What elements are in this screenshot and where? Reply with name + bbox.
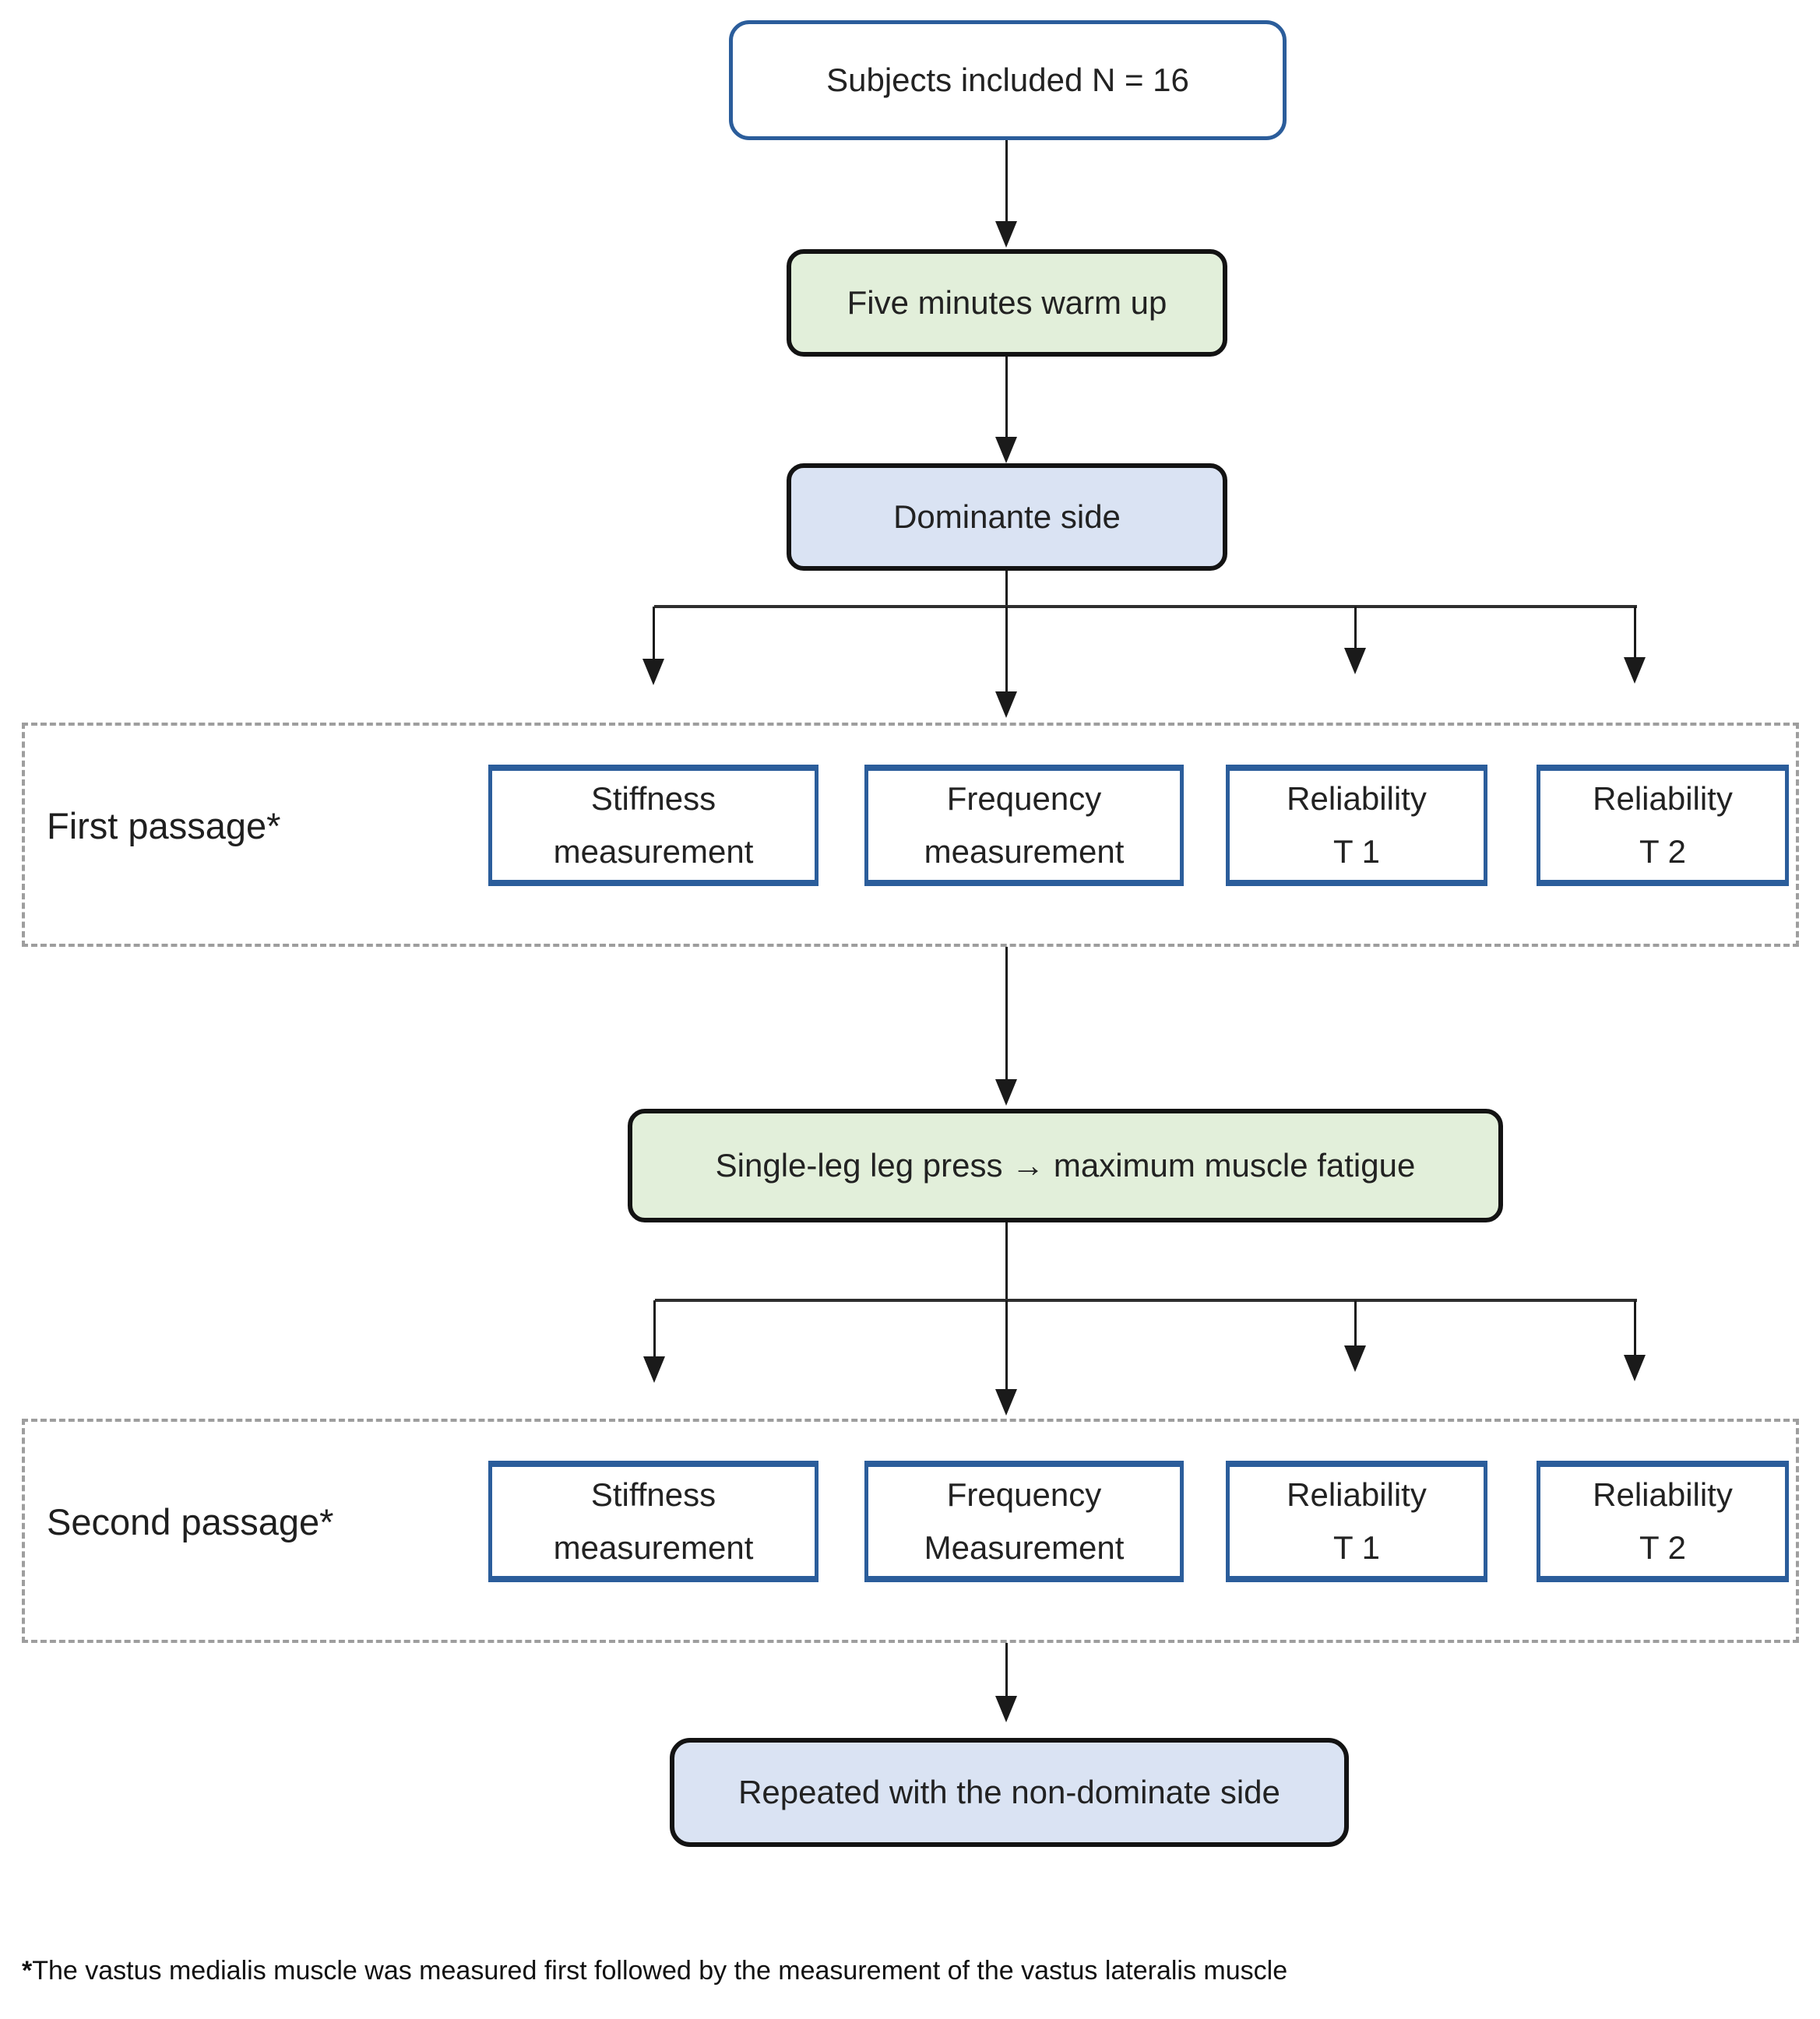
- box-text-line2: measurement: [553, 833, 754, 870]
- box-text-line2: T 2: [1639, 833, 1686, 870]
- stiffness-measurement-box-1: Stiffness measurement: [488, 765, 818, 886]
- branch1-drop4-line: [1634, 607, 1636, 659]
- branch1-drop3-arrow-head-icon: [1344, 648, 1366, 674]
- second-passage-group: [22, 1419, 1799, 1643]
- branch1-drop2-arrow-head-icon: [995, 691, 1017, 718]
- branch2-drop3-arrow-head-icon: [1344, 1345, 1366, 1372]
- reliability-t2-box-2: Reliability T 2: [1537, 1461, 1789, 1582]
- branch2-drop2-line: [1005, 1300, 1008, 1391]
- branch1-stem-line: [1005, 571, 1008, 607]
- box-text-line2: measurement: [553, 1529, 754, 1566]
- box-text-line1: Reliability: [1287, 779, 1427, 817]
- branch1-horizontal-line: [654, 605, 1637, 608]
- branch1-drop1-arrow-head-icon: [642, 659, 664, 685]
- box-text-line1: Stiffness: [590, 1476, 716, 1513]
- box-text-line1: Reliability: [1593, 1476, 1733, 1513]
- branch2-drop3-line: [1354, 1300, 1357, 1347]
- stiffness-measurement-box-2: Stiffness measurement: [488, 1461, 818, 1582]
- branch1-drop2-line: [1005, 607, 1008, 693]
- branch2-drop2-arrow-head-icon: [995, 1389, 1017, 1416]
- arrow-line-passage1-to-fatigue: [1005, 947, 1008, 1081]
- box-text-line2: Measurement: [924, 1529, 1125, 1566]
- box-text-line2: T 1: [1333, 833, 1380, 870]
- arrow-line-warmup-to-dominant: [1005, 357, 1008, 437]
- warm-up-box: Five minutes warm up: [787, 249, 1227, 357]
- box-text-line1: Stiffness: [590, 779, 716, 817]
- reliability-t2-box-1: Reliability T 2: [1537, 765, 1789, 886]
- box-text-line1: Reliability: [1593, 779, 1733, 817]
- dominant-side-box: Dominante side: [787, 463, 1227, 571]
- branch1-drop3-line: [1354, 607, 1357, 649]
- arrow-head-subjects-to-warmup-icon: [995, 221, 1017, 248]
- frequency-measurement-box-1: Frequency measurement: [864, 765, 1184, 886]
- reliability-t1-box-1: Reliability T 1: [1226, 765, 1487, 886]
- box-text-line2: T 1: [1333, 1529, 1380, 1566]
- arrow-head-passage2-to-repeated-icon: [995, 1696, 1017, 1722]
- second-passage-label: Second passage*: [47, 1500, 334, 1542]
- box-text-line1: Frequency: [946, 1476, 1102, 1513]
- branch2-drop1-line: [653, 1300, 656, 1358]
- arrow-line-passage2-to-repeated: [1005, 1643, 1008, 1697]
- branch2-drop1-arrow-head-icon: [643, 1356, 665, 1383]
- branch1-drop4-arrow-head-icon: [1624, 657, 1646, 684]
- leg-press-fatigue-box: Single-leg leg press → maximum muscle fa…: [628, 1109, 1503, 1222]
- reliability-t1-box-2: Reliability T 1: [1226, 1461, 1487, 1582]
- first-passage-group: [22, 723, 1799, 947]
- branch2-drop4-arrow-head-icon: [1624, 1355, 1646, 1381]
- first-passage-label: First passage*: [47, 804, 281, 846]
- arrow-head-passage1-to-fatigue-icon: [995, 1079, 1017, 1106]
- branch2-horizontal-line: [655, 1299, 1637, 1302]
- box-text-line1: Frequency: [946, 779, 1102, 817]
- repeated-non-dominant-box: Repeated with the non-dominate side: [670, 1738, 1349, 1847]
- branch1-drop1-line: [653, 607, 655, 660]
- branch2-stem-line: [1005, 1222, 1008, 1300]
- branch2-drop4-line: [1634, 1300, 1636, 1356]
- box-text-line2: measurement: [924, 833, 1125, 870]
- footnote: *The vastus medialis muscle was measured…: [22, 1956, 1287, 1986]
- box-text-line2: T 2: [1639, 1529, 1686, 1566]
- arrow-head-warmup-to-dominant-icon: [995, 437, 1017, 463]
- arrow-line-subjects-to-warmup: [1005, 140, 1008, 221]
- frequency-measurement-box-2: Frequency Measurement: [864, 1461, 1184, 1582]
- subjects-included-box: Subjects included N = 16: [729, 20, 1287, 140]
- footnote-asterisk: *: [22, 1956, 33, 1986]
- footnote-text: The vastus medialis muscle was measured …: [32, 1956, 1288, 1986]
- box-text-line1: Reliability: [1287, 1476, 1427, 1513]
